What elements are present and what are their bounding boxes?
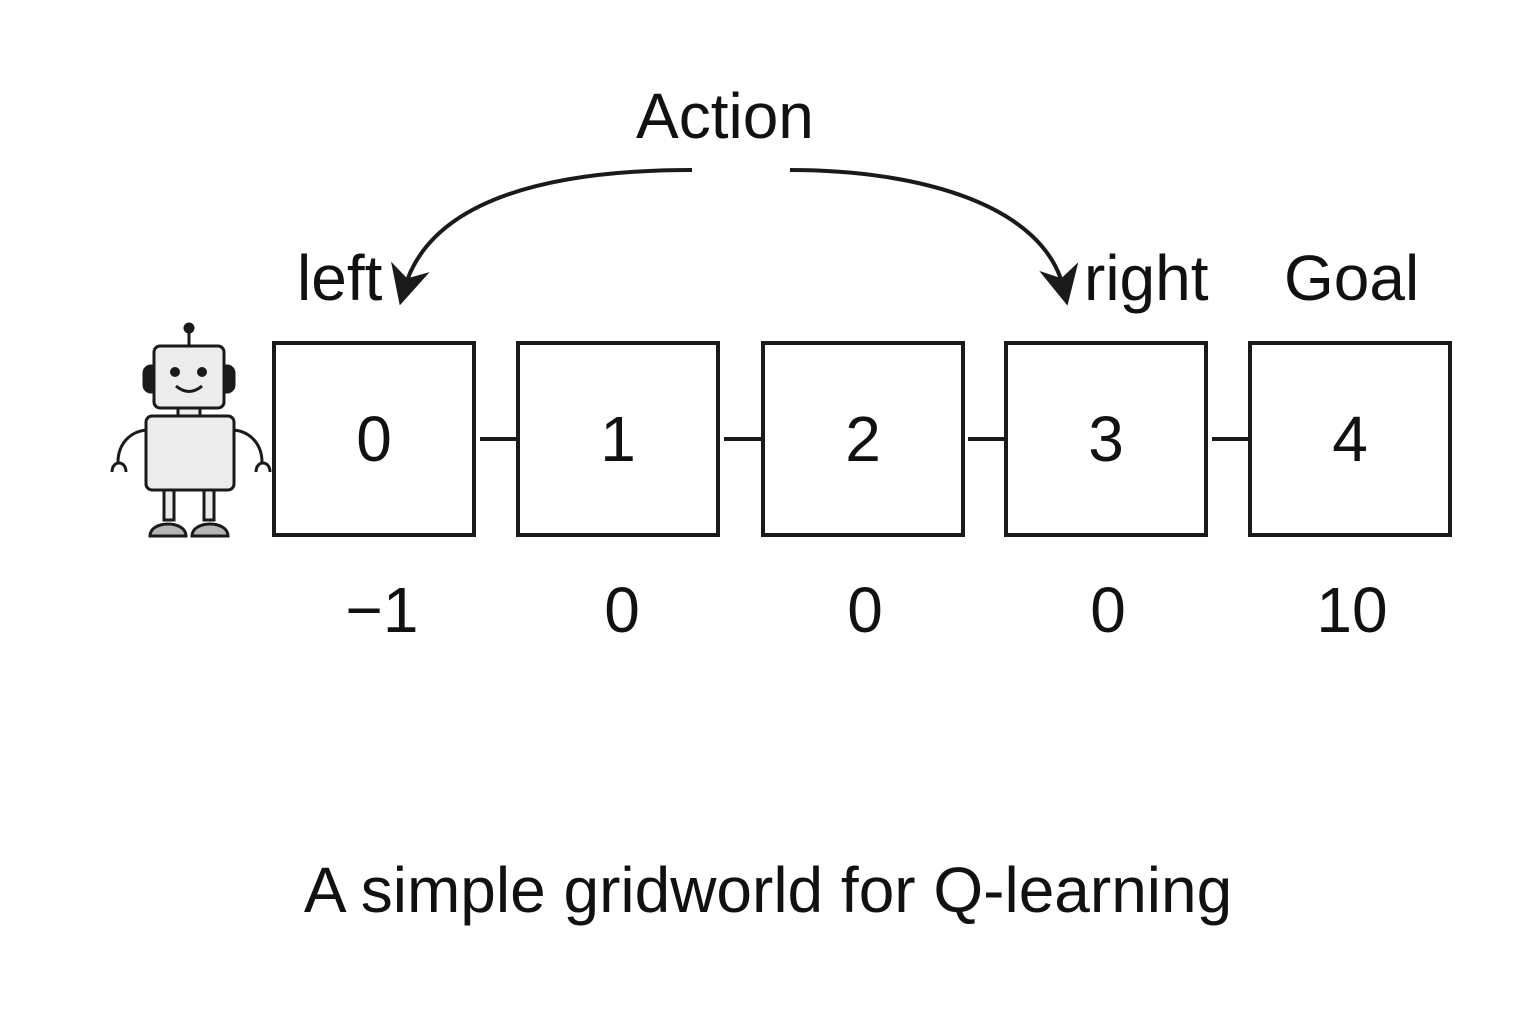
reward-value: 0 bbox=[604, 574, 640, 646]
robot-icon bbox=[110, 322, 272, 538]
right-action-arrow bbox=[789, 168, 1079, 306]
reward-value: 0 bbox=[1090, 574, 1126, 646]
state-cell: 2 bbox=[761, 341, 965, 537]
left-action-arrow bbox=[391, 168, 693, 306]
connector bbox=[724, 437, 762, 441]
left-action-label: left bbox=[297, 242, 383, 314]
goal-label: Goal bbox=[1284, 242, 1420, 314]
state-cell: 3 bbox=[1004, 341, 1208, 537]
state-number: 1 bbox=[600, 403, 636, 475]
action-label: Action bbox=[636, 80, 814, 152]
state-number: 2 bbox=[845, 403, 881, 475]
state-number: 0 bbox=[356, 403, 392, 475]
state-cell: 0 bbox=[272, 341, 476, 537]
state-number: 3 bbox=[1088, 403, 1124, 475]
state-number: 4 bbox=[1332, 403, 1368, 475]
reward-value: 0 bbox=[847, 574, 883, 646]
reward-value: −1 bbox=[345, 574, 419, 646]
connector bbox=[968, 437, 1005, 441]
right-action-label: right bbox=[1084, 242, 1209, 314]
caption: A simple gridworld for Q-learning bbox=[303, 854, 1233, 926]
state-cell: 1 bbox=[516, 341, 720, 537]
reward-value: 10 bbox=[1316, 574, 1388, 646]
connector bbox=[480, 437, 517, 441]
state-cell goal-cell: 4 bbox=[1248, 341, 1452, 537]
connector bbox=[1212, 437, 1249, 441]
